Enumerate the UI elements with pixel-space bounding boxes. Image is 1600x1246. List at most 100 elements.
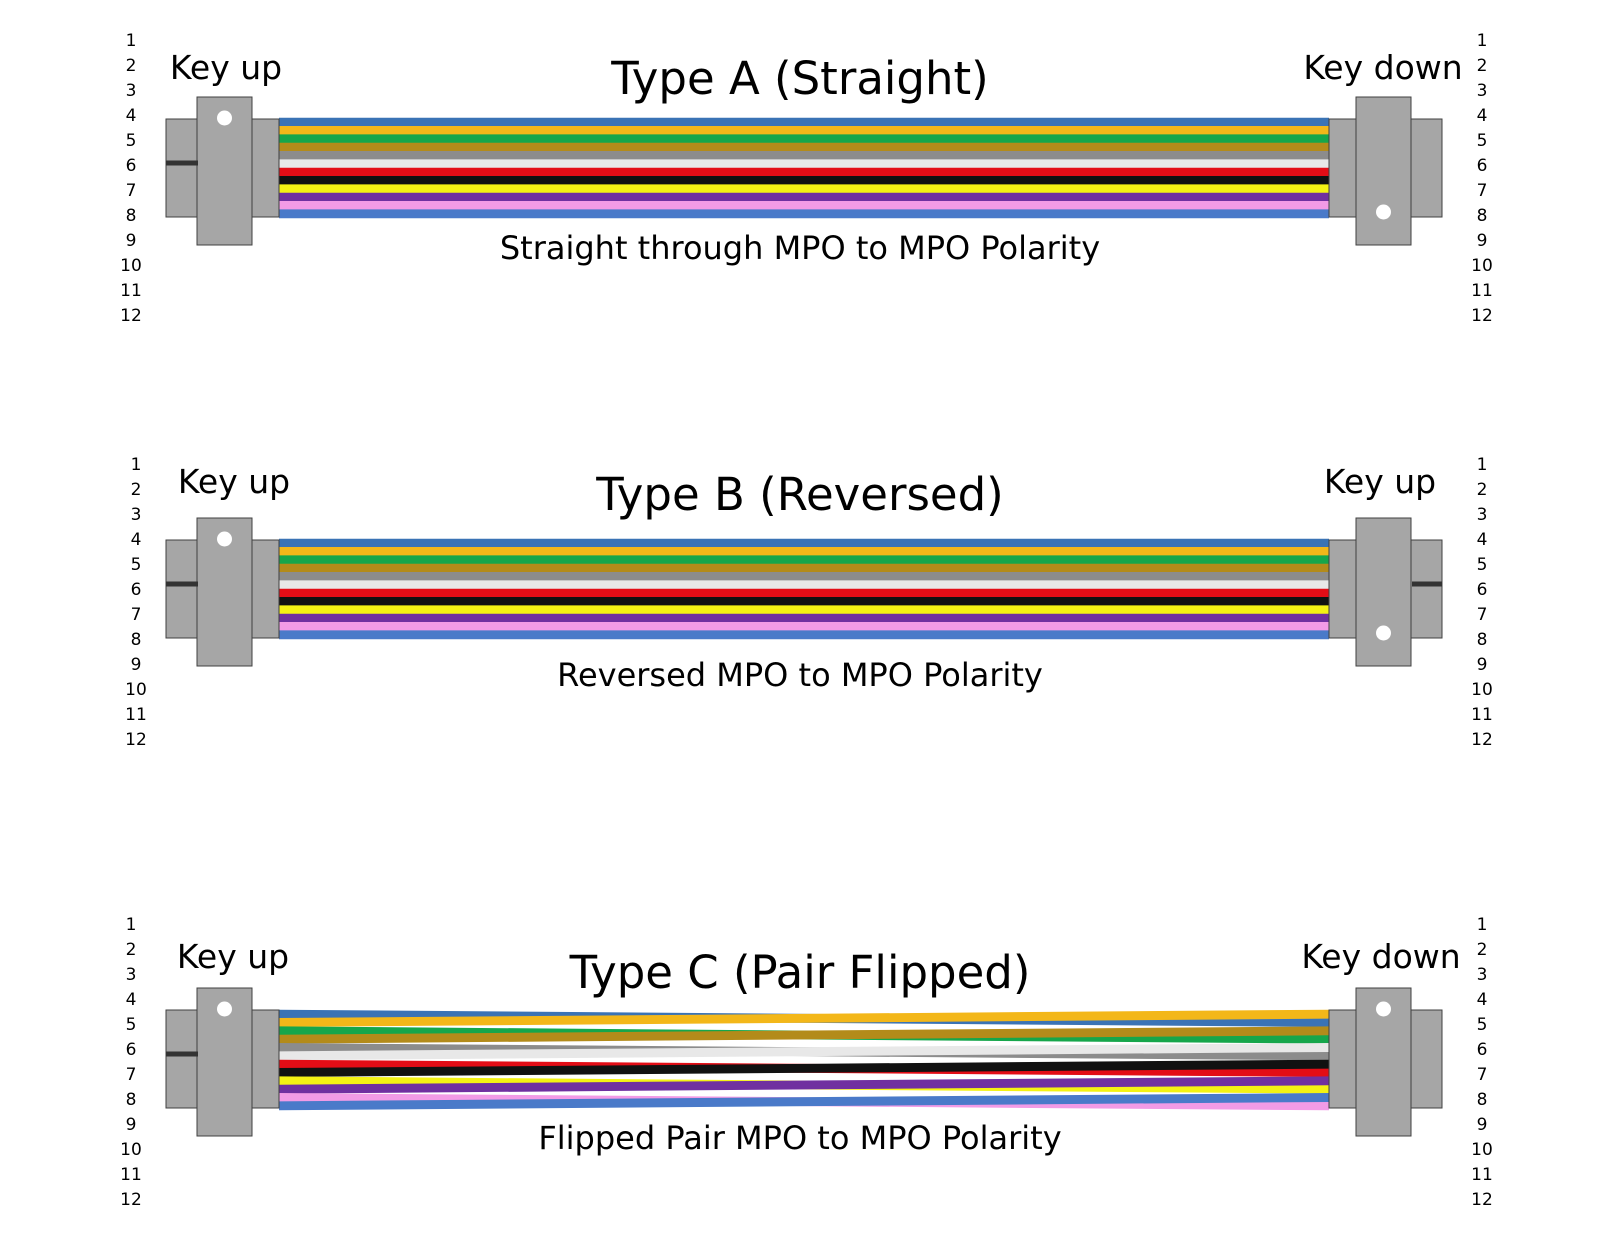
left-pin-label: 4: [131, 530, 142, 550]
right-pin-label: 3: [1477, 965, 1488, 985]
diagram-title: Type C (Pair Flipped): [569, 946, 1031, 999]
connector-boot-end: [250, 118, 280, 218]
left-pin-label: 6: [131, 580, 142, 600]
right-pin-label: 10: [1471, 256, 1493, 276]
left-pin-label: 1: [126, 915, 137, 935]
left-mpo-connector: [165, 517, 280, 667]
left-pin-label: 7: [126, 181, 137, 201]
right-pin-label: 2: [1477, 480, 1488, 500]
right-pin-label: 2: [1477, 940, 1488, 960]
key-marker-dot: [1376, 1001, 1391, 1017]
key-marker-dot: [1376, 204, 1391, 220]
right-mpo-connector: [1328, 96, 1443, 246]
left-pin-label: 9: [131, 655, 142, 675]
fiber-orange: [278, 1009, 1330, 1027]
fiber-ribbon: [279, 117, 1329, 219]
right-pin-label: 11: [1471, 1165, 1493, 1185]
right-pin-label: 12: [1471, 306, 1493, 326]
left-pin-label: 4: [126, 990, 137, 1010]
right-key-label: Key up: [1324, 462, 1436, 501]
left-pin-label: 10: [120, 256, 142, 276]
left-pin-label: 8: [126, 206, 137, 226]
left-pin-label: 2: [126, 56, 137, 76]
fiber-ribbon: [278, 1009, 1330, 1111]
right-pin-label: 8: [1477, 206, 1488, 226]
left-pin-label: 11: [120, 1165, 142, 1185]
left-pin-label: 12: [120, 306, 142, 326]
right-pin-label: 9: [1477, 655, 1488, 675]
connector-boot-end: [1409, 539, 1443, 639]
left-pin-label: 7: [131, 605, 142, 625]
right-pin-label: 1: [1477, 455, 1488, 475]
right-pin-label: 6: [1477, 156, 1488, 176]
right-pin-label: 1: [1477, 915, 1488, 935]
right-pin-label: 7: [1477, 181, 1488, 201]
right-pin-label: 9: [1477, 1115, 1488, 1135]
left-pin-label: 5: [126, 131, 137, 151]
right-key-label: Key down: [1303, 48, 1462, 87]
left-pin-label: 8: [131, 630, 142, 650]
right-pin-label: 8: [1477, 630, 1488, 650]
right-pin-label: 1: [1477, 31, 1488, 51]
connector-ferrule-end: [165, 1009, 199, 1109]
right-pin-label: 2: [1477, 56, 1488, 76]
left-pin-label: 7: [126, 1065, 137, 1085]
left-pin-label: 12: [125, 730, 147, 750]
connector-boot-end: [250, 1009, 280, 1109]
right-pin-label: 6: [1477, 580, 1488, 600]
right-key-label: Key down: [1301, 937, 1460, 976]
left-pin-label: 6: [126, 156, 137, 176]
right-pin-label: 5: [1477, 1015, 1488, 1035]
connector-ferrule-end: [1328, 1009, 1358, 1109]
right-pin-label: 10: [1471, 1140, 1493, 1160]
fiber-aqua: [278, 1093, 1330, 1111]
connector-ferrule-end: [1328, 118, 1358, 218]
left-pin-label: 10: [120, 1140, 142, 1160]
left-pin-label: 3: [126, 81, 137, 101]
diagram-subtitle: Flipped Pair MPO to MPO Polarity: [538, 1119, 1061, 1157]
left-pin-label: 6: [126, 1040, 137, 1060]
key-marker-dot: [217, 1001, 232, 1017]
right-pin-label: 11: [1471, 705, 1493, 725]
left-pin-label: 10: [125, 680, 147, 700]
left-pin-label: 2: [126, 940, 137, 960]
connector-housing: [1355, 96, 1412, 246]
right-pin-label: 3: [1477, 81, 1488, 101]
fiber-ribbon: [279, 538, 1329, 640]
connector-ferrule-end: [165, 539, 199, 639]
left-pin-label: 11: [125, 705, 147, 725]
left-pin-label: 3: [131, 505, 142, 525]
left-key-label: Key up: [177, 937, 289, 976]
fiber-white: [278, 1043, 1330, 1061]
diagram-subtitle: Reversed MPO to MPO Polarity: [557, 656, 1043, 694]
right-pin-label: 4: [1477, 990, 1488, 1010]
right-pin-label: 3: [1477, 505, 1488, 525]
left-pin-label: 8: [126, 1090, 137, 1110]
fiber-violet: [278, 1076, 1330, 1094]
left-pin-label: 2: [131, 480, 142, 500]
right-pin-label: 4: [1477, 530, 1488, 550]
left-mpo-connector: [165, 987, 280, 1137]
left-pin-label: 1: [131, 455, 142, 475]
diagram-title: Type A (Straight): [610, 52, 988, 105]
right-pin-label: 12: [1471, 730, 1493, 750]
left-pin-label: 1: [126, 31, 137, 51]
right-pin-label: 7: [1477, 1065, 1488, 1085]
connector-ferrule-end: [1328, 539, 1358, 639]
right-pin-label: 11: [1471, 281, 1493, 301]
left-pin-label: 12: [120, 1190, 142, 1210]
right-mpo-connector: [1328, 987, 1443, 1137]
connector-ferrule-end: [165, 118, 199, 218]
right-mpo-connector: [1328, 517, 1443, 667]
right-pin-label: 5: [1477, 555, 1488, 575]
fiber-brown: [278, 1026, 1330, 1044]
